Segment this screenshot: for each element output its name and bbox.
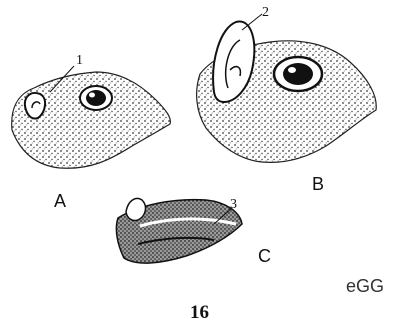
panel-a-eye (80, 86, 112, 110)
panel-b-head (197, 14, 377, 162)
artist-signature: eGG (346, 276, 384, 296)
panel-label-a: A (54, 191, 66, 211)
panel-b-eye (274, 57, 322, 91)
callout-label-2: 2 (262, 5, 269, 20)
figure-number: 16 (190, 302, 209, 323)
panel-label-b: B (312, 174, 324, 194)
panel-label-c: C (258, 246, 271, 266)
callout-label-1: 1 (76, 53, 83, 68)
panel-a-head (12, 66, 171, 168)
panel-c-jaw (116, 199, 242, 264)
callout-label-3: 3 (230, 197, 237, 212)
